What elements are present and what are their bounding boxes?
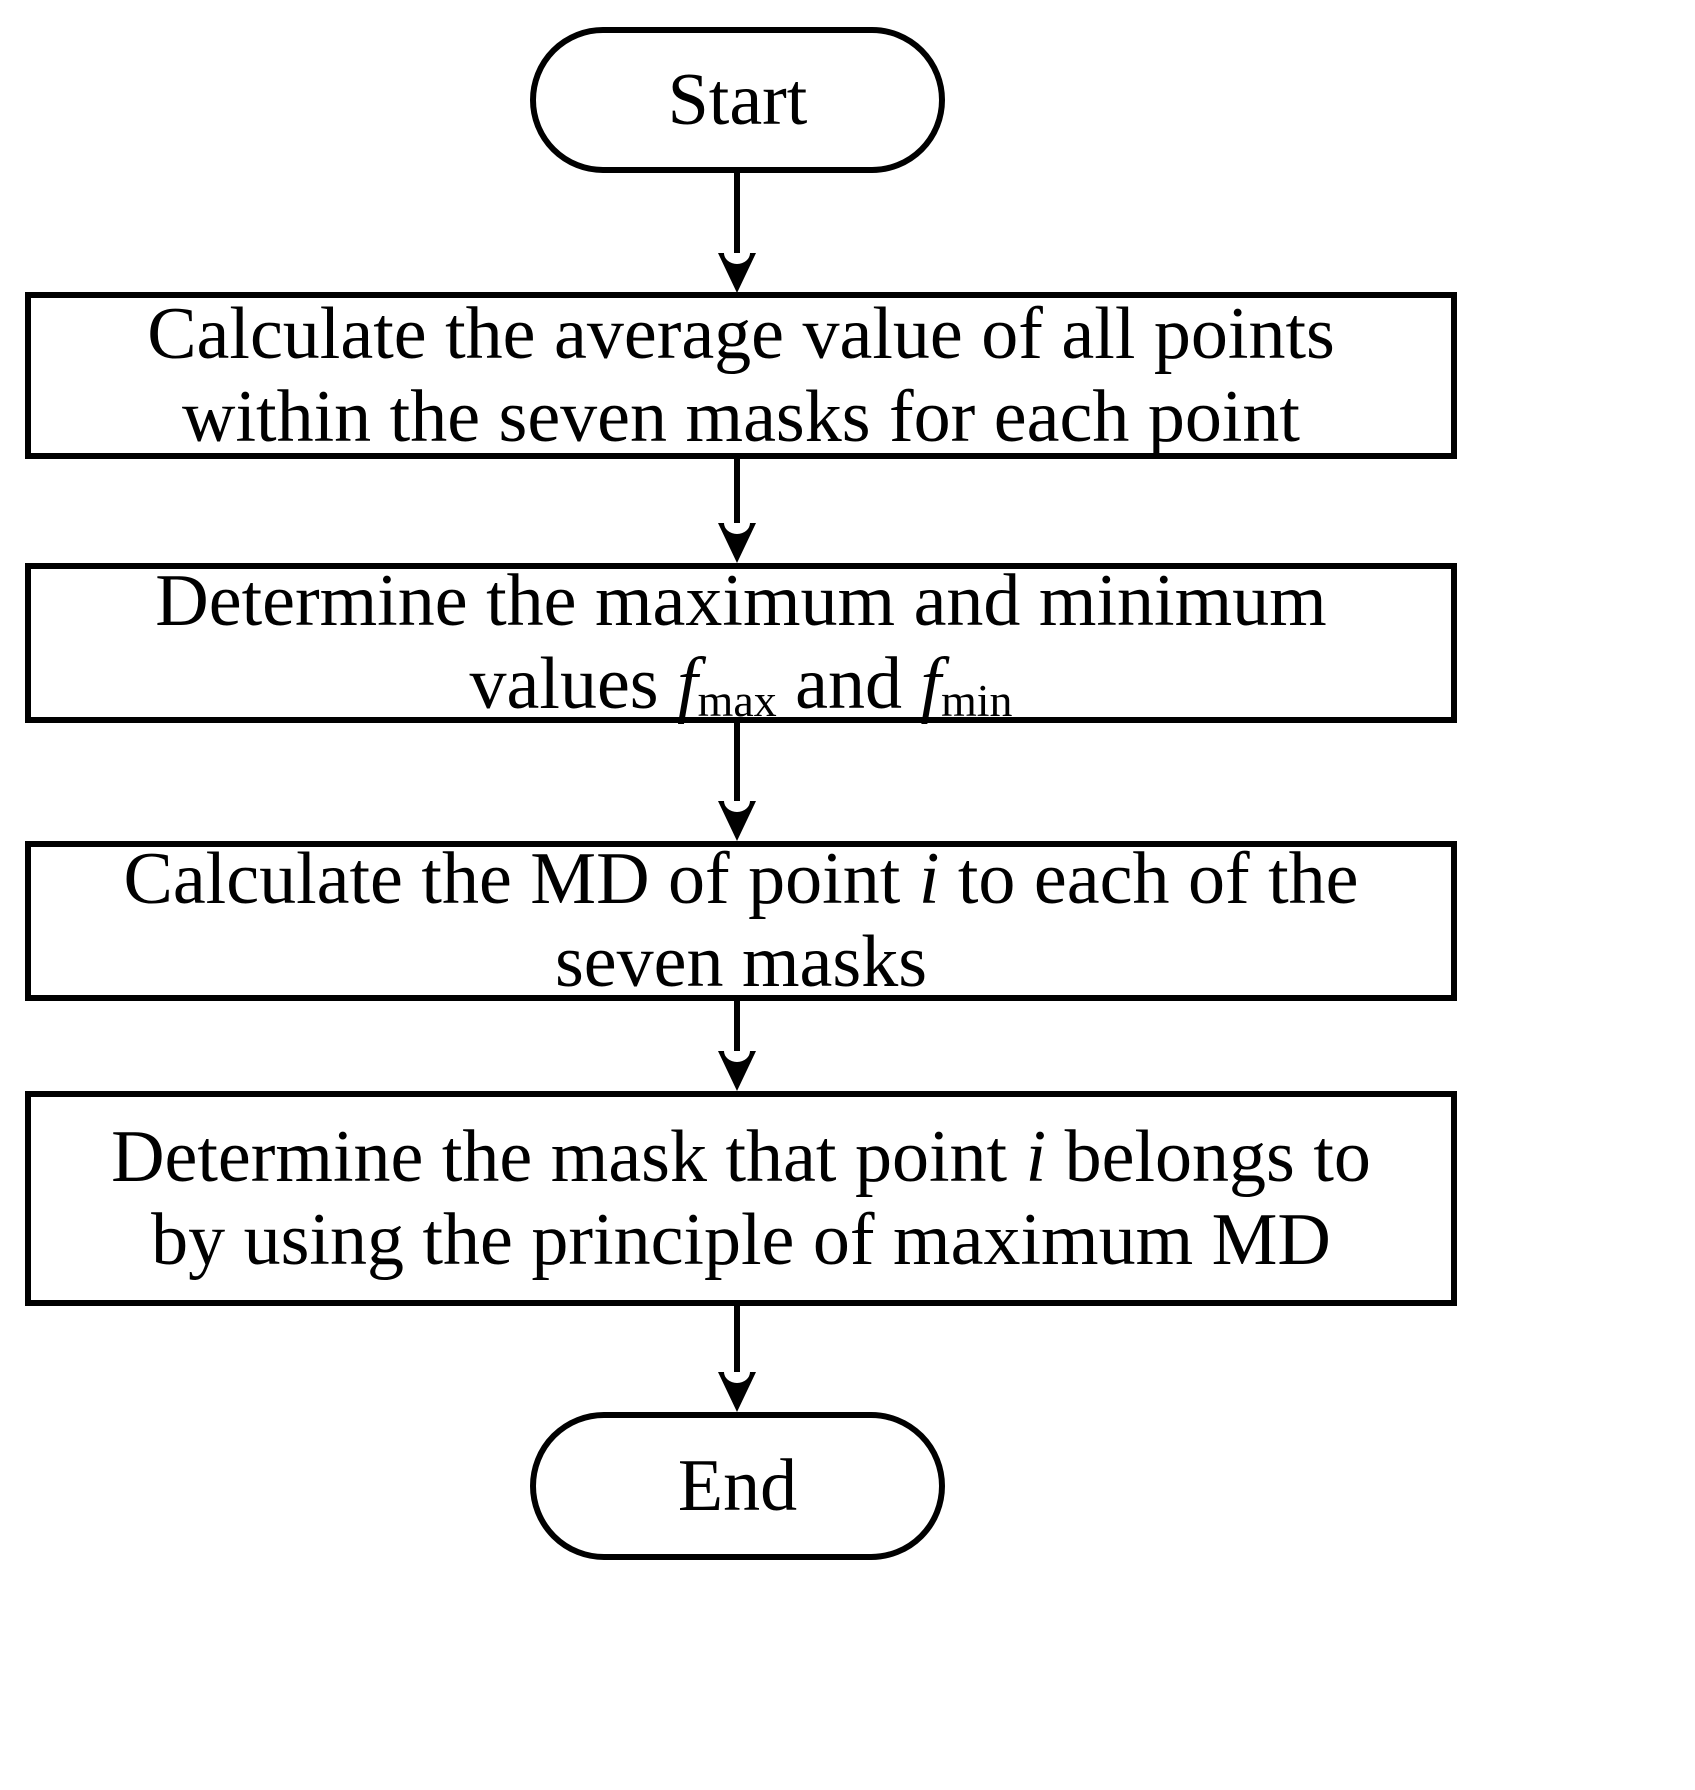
node-step3-line2: seven masks: [555, 921, 927, 1003]
node-step3-text: Calculate the MD of point i to each of t…: [31, 838, 1451, 1004]
node-end-label: End: [677, 1444, 798, 1527]
variable-f-max-symbol: f: [677, 643, 698, 725]
node-step4[interactable]: Determine the mask that point i belongs …: [25, 1091, 1457, 1306]
edge-step3-to-step4: [718, 1001, 756, 1091]
node-step2-line2-prefix: values: [469, 643, 678, 725]
node-end[interactable]: End: [530, 1412, 945, 1560]
arrowhead-down-icon: [718, 801, 756, 841]
arrowhead-down-icon: [718, 253, 756, 293]
node-step3-line1-suffix: to each of the: [939, 838, 1359, 921]
node-step4-line1: Determine the mask that point i belongs …: [111, 1116, 1371, 1198]
node-step2-line1: Determine the maximum and minimum: [155, 560, 1327, 643]
edge-line: [734, 1001, 740, 1053]
node-step2-line2-mid: and: [776, 643, 921, 725]
edge-line: [734, 1306, 740, 1374]
node-step3-line1-prefix: Calculate the MD of point: [123, 838, 919, 921]
node-step1-text: Calculate the average value of all point…: [31, 293, 1451, 459]
variable-f-min-subscript: min: [941, 675, 1013, 727]
variable-f-min: fmin: [920, 643, 1013, 727]
node-step4-line1-suffix: belongs to: [1046, 1115, 1371, 1198]
variable-i-step3: i: [918, 838, 940, 921]
node-step4-text: Determine the mask that point i belongs …: [31, 1116, 1451, 1282]
edge-step4-to-end: [718, 1306, 756, 1412]
node-step2[interactable]: Determine the maximum and minimum values…: [25, 560, 1457, 726]
node-step4-line2: by using the principle of maximum MD: [151, 1198, 1331, 1281]
node-start-label: Start: [667, 58, 808, 141]
variable-f-max-subscript: max: [697, 675, 777, 727]
node-step1-line1: Calculate the average value of all point…: [147, 292, 1335, 375]
variable-i-step4: i: [1025, 1115, 1047, 1198]
node-start[interactable]: Start: [530, 27, 945, 173]
edge-line: [734, 723, 740, 803]
edge-line: [734, 173, 740, 255]
node-step4-line1-prefix: Determine the mask that point: [111, 1115, 1026, 1198]
node-step1-line2: within the seven masks for each point: [182, 375, 1300, 458]
edge-start-to-step1: [718, 173, 756, 293]
node-step2-line2: values fmax and fmin: [469, 643, 1013, 727]
node-step3[interactable]: Calculate the MD of point i to each of t…: [25, 838, 1457, 1004]
node-step2-text: Determine the maximum and minimum values…: [31, 560, 1451, 726]
edge-step1-to-step2: [718, 459, 756, 563]
arrowhead-down-icon: [718, 1372, 756, 1412]
node-step1[interactable]: Calculate the average value of all point…: [25, 292, 1457, 459]
edge-line: [734, 459, 740, 525]
arrowhead-down-icon: [718, 1051, 756, 1091]
variable-f-max: fmax: [677, 643, 777, 727]
edge-step2-to-step3: [718, 723, 756, 843]
node-step3-line1: Calculate the MD of point i to each of t…: [123, 838, 1358, 920]
variable-f-min-symbol: f: [920, 643, 942, 725]
arrowhead-down-icon: [718, 523, 756, 563]
